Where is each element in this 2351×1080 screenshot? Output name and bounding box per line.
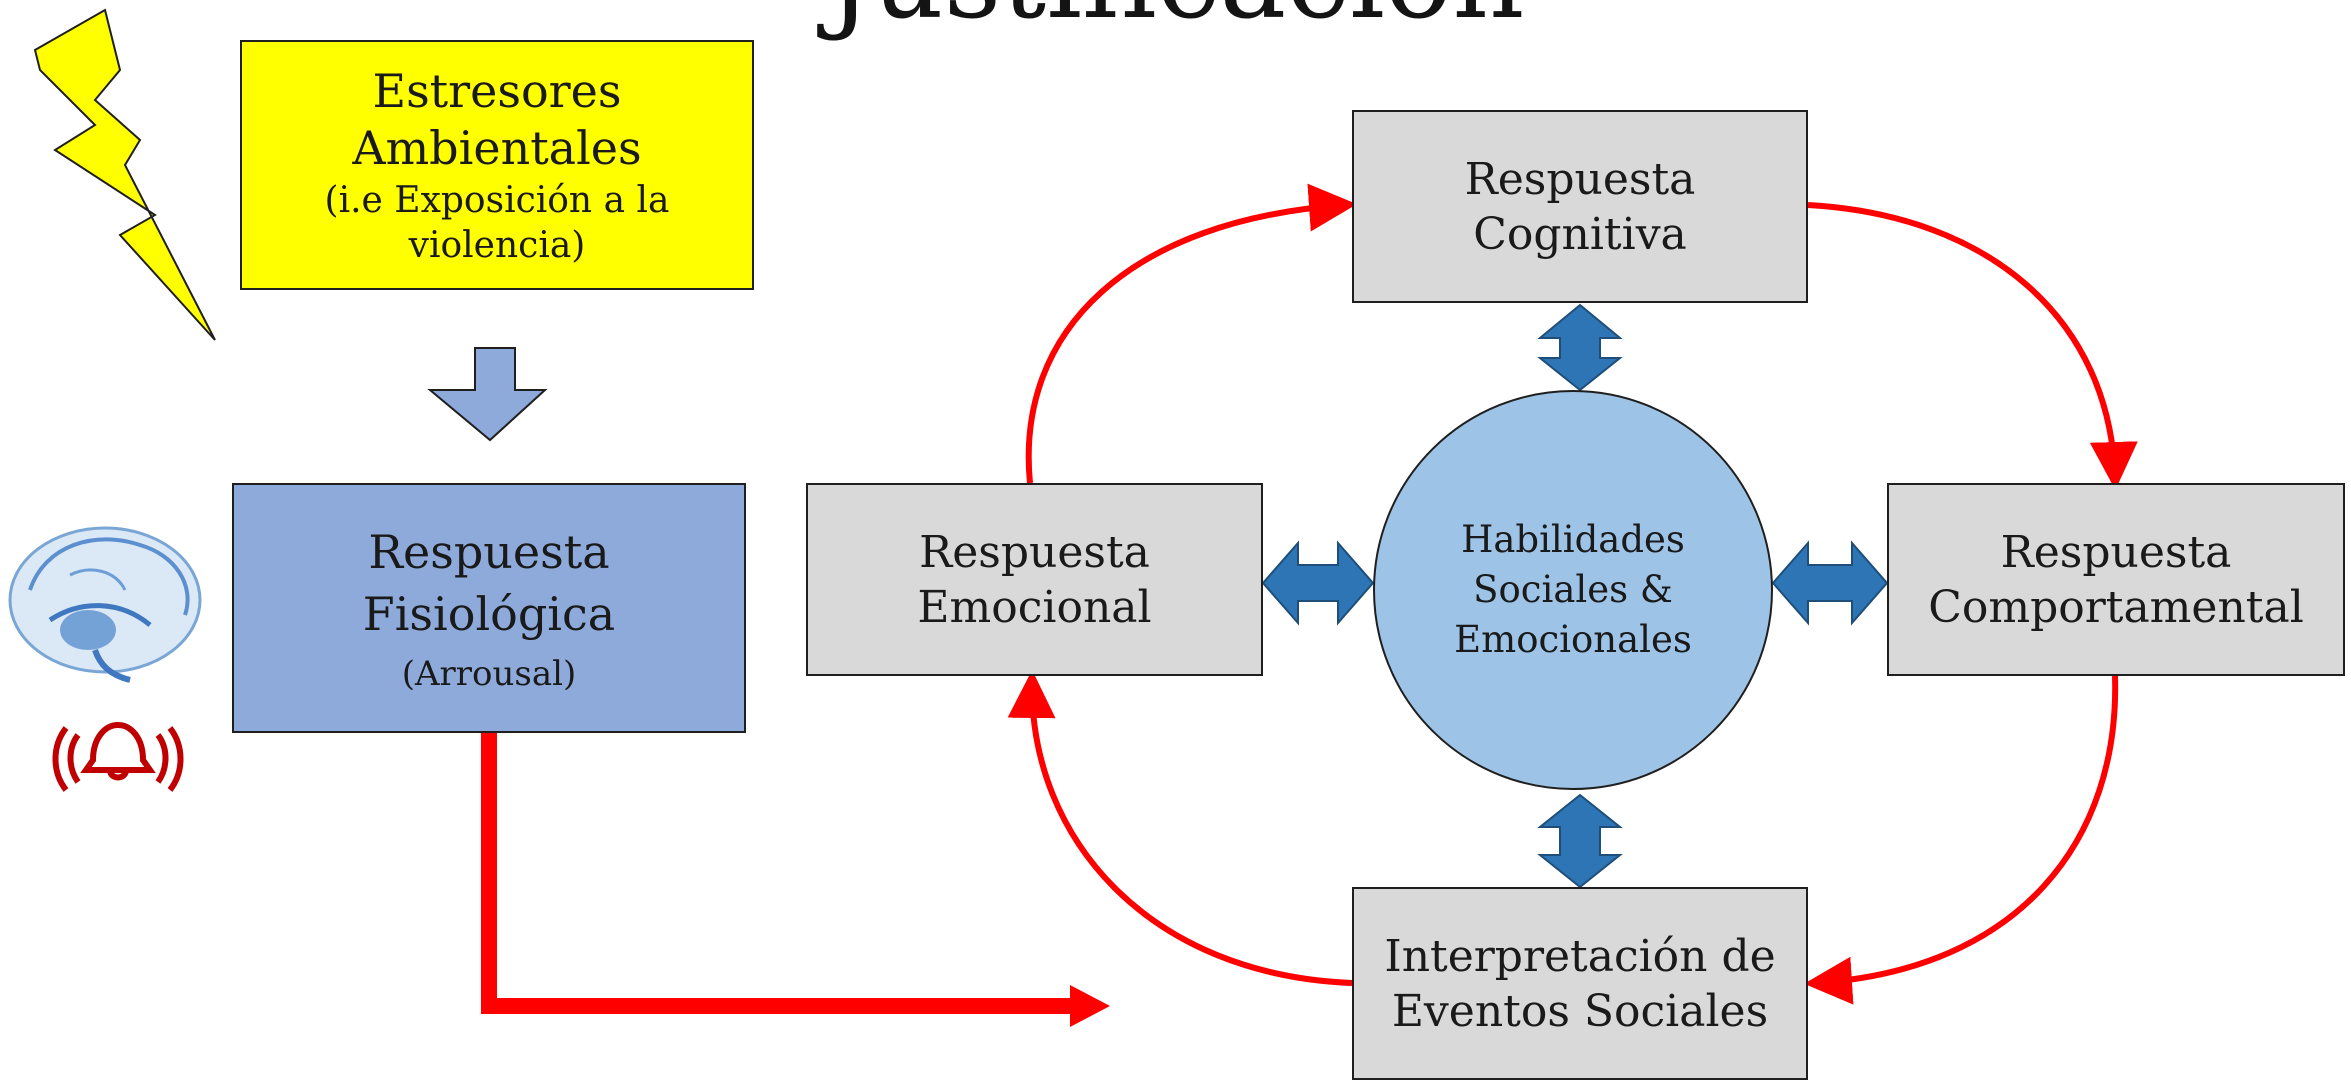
- emotional-line2: Emocional: [917, 581, 1152, 633]
- physiological-response-box: Respuesta Fisiológica (Arrousal): [232, 483, 746, 733]
- lightning-bolt-icon: [33, 8, 216, 341]
- double-arrow-skills-interpretation: [1537, 793, 1623, 889]
- stressors-box: Estresores Ambientales (i.e Exposición a…: [240, 40, 754, 290]
- double-arrow-skills-behavioral: [1771, 540, 1889, 626]
- cognitive-line2: Cognitiva: [1473, 208, 1687, 260]
- cognitive-line1: Respuesta: [1464, 153, 1696, 205]
- physio-to-interpretation-arrow: [481, 733, 1110, 1027]
- skills-line3: Emocionales: [1454, 617, 1692, 661]
- interpretation-line2: Eventos Sociales: [1391, 985, 1769, 1037]
- cycle-arrow-emotional-to-cognitive: [1025, 183, 1357, 484]
- emotional-response-box: Respuesta Emocional: [806, 483, 1263, 676]
- social-emotional-skills-circle: Habilidades Sociales & Emocionales: [1373, 390, 1773, 790]
- stressors-line4: violencia): [408, 224, 586, 266]
- cycle-arrow-behavioral-to-interpretation: [1804, 675, 2119, 1005]
- physiological-line3: (Arrousal): [401, 653, 577, 694]
- stressors-line1: Estresores: [372, 63, 622, 118]
- behavioral-line2: Comportamental: [1928, 581, 2304, 633]
- cycle-arrow-cognitive-to-behavioral: [1807, 202, 2138, 490]
- stressors-line3: (i.e Exposición a la: [324, 179, 670, 221]
- social-interpretation-box: Interpretación de Eventos Sociales: [1352, 887, 1808, 1080]
- cycle-arrow-interpretation-to-emotional: [1007, 670, 1353, 986]
- double-arrow-emotional-skills: [1261, 540, 1375, 626]
- skills-line2: Sociales &: [1473, 568, 1673, 612]
- behavioral-line1: Respuesta: [2000, 526, 2232, 578]
- stressors-line2: Ambientales: [352, 121, 642, 175]
- physiological-line2: Fisiológica: [362, 586, 616, 641]
- physiological-line1: Respuesta: [368, 524, 610, 579]
- double-arrow-cognitive-skills: [1537, 303, 1623, 392]
- emotional-line1: Respuesta: [919, 526, 1150, 578]
- alarm-bell-icon: [52, 721, 184, 792]
- interpretation-line1: Interpretación de: [1384, 930, 1776, 982]
- down-arrow: [427, 347, 548, 442]
- skills-line1: Habilidades: [1461, 518, 1685, 562]
- brain-icon: [8, 526, 202, 683]
- cognitive-response-box: Respuesta Cognitiva: [1352, 110, 1808, 303]
- page-title: Justificación: [0, 0, 2351, 44]
- behavioral-response-box: Respuesta Comportamental: [1887, 483, 2345, 676]
